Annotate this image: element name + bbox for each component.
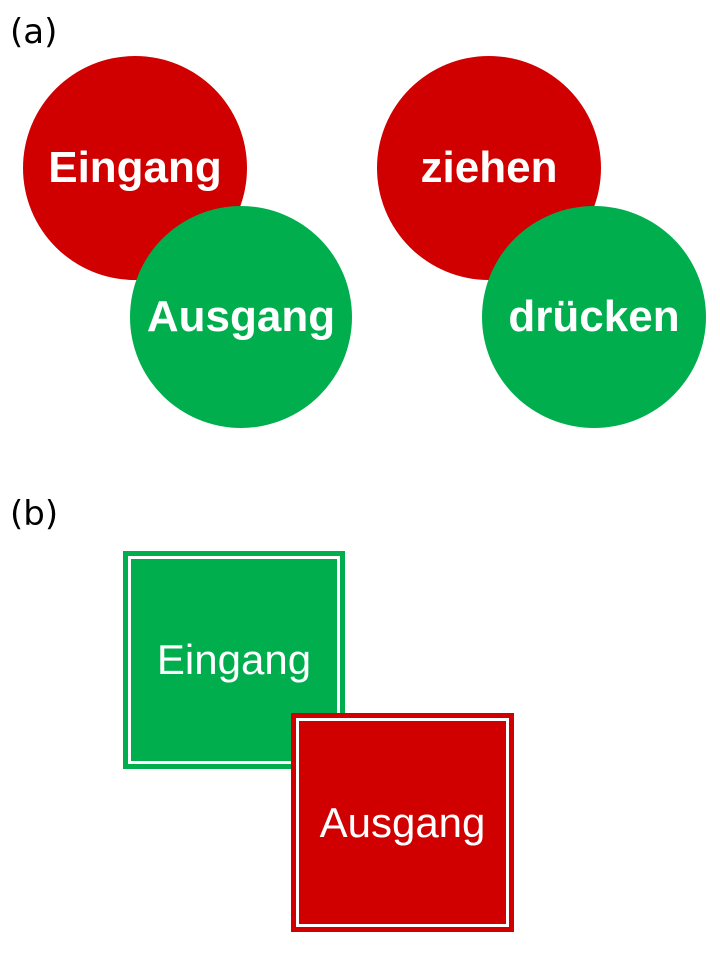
square-text: Ausgang: [296, 718, 509, 927]
red-circle-eingang: Eingang: [23, 56, 247, 280]
red-square-ausgang: Ausgang: [291, 713, 514, 932]
circle-text: drücken: [508, 292, 680, 341]
green-circle-druecken: drücken: [482, 206, 706, 428]
panel-b-label: (b): [10, 494, 59, 534]
green-circle-ausgang: Ausgang: [130, 206, 352, 428]
square-text: Eingang: [128, 556, 340, 764]
circle-text: Ausgang: [146, 292, 336, 341]
circle-text: Eingang: [48, 143, 222, 192]
circle-text: ziehen: [420, 143, 558, 192]
panel-a-label: (a): [10, 12, 58, 52]
